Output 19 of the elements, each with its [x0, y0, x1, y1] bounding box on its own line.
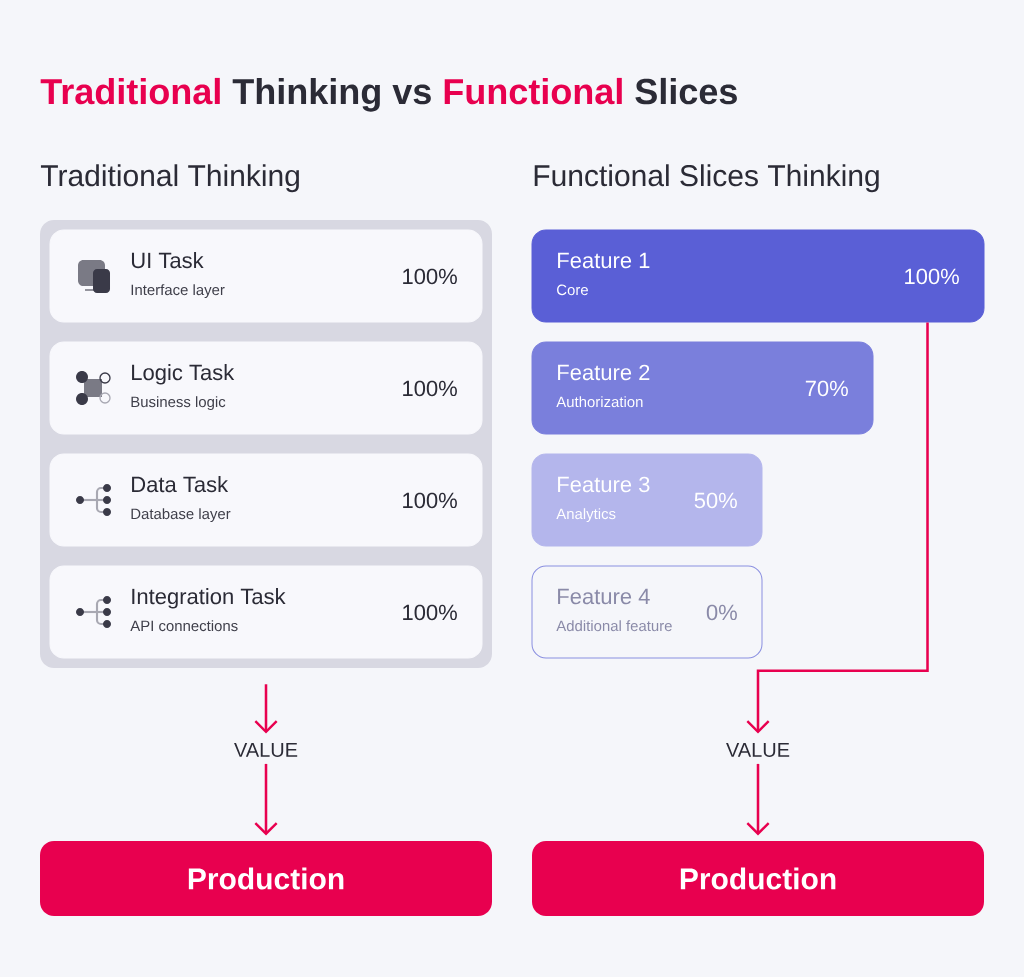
feature-card: Feature 4 Additional feature 0%	[531, 565, 763, 659]
arrow	[254, 684, 278, 734]
task-card: UI Task Interface layer 100%	[49, 229, 483, 323]
title: Traditional Thinking vs Functional Slices	[40, 77, 737, 112]
task-card: Logic Task Business logic 100%	[49, 341, 483, 435]
task-card: Data Task Database layer 100%	[49, 453, 483, 547]
column-heading: Traditional Thinking	[40, 164, 299, 193]
feature-card: Feature 2 Authorization 70%	[531, 341, 874, 435]
production-box: Production	[532, 841, 984, 916]
feature-card: Feature 1 Core 100%	[531, 229, 985, 323]
value-label: VALUE	[726, 743, 790, 757]
task-card: Integration Task API connections 100%	[49, 565, 483, 659]
value-label: VALUE	[234, 743, 298, 757]
arrow	[746, 322, 929, 734]
arrow	[254, 763, 278, 836]
arrow	[746, 763, 770, 836]
feature-card: Feature 3 Analytics 50%	[531, 453, 763, 547]
column-heading: Functional Slices Thinking	[534, 164, 879, 193]
production-box: Production	[40, 841, 492, 916]
